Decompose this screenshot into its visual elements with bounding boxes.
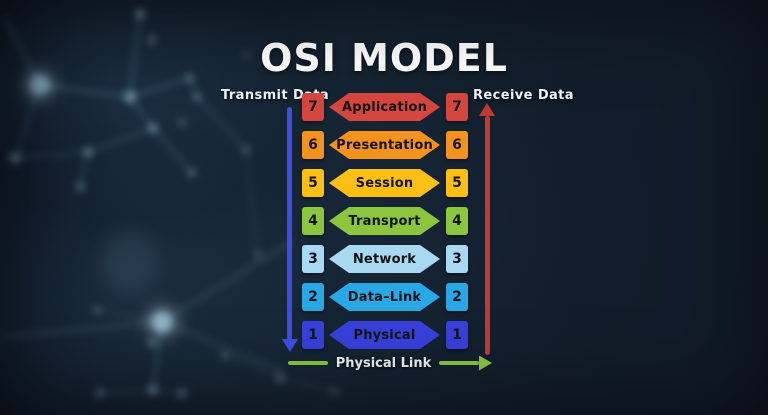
- layer-number-left: 4: [302, 207, 324, 235]
- layer-row-data-link: 2 Data–Link 2: [302, 283, 468, 311]
- layer-number-left: 1: [302, 321, 324, 349]
- physical-link-arrow: Physical Link: [288, 354, 492, 372]
- layer-number-right: 4: [446, 207, 468, 235]
- layer-hexagon: Session: [329, 169, 440, 197]
- layer-number-right: 2: [446, 283, 468, 311]
- layer-number-left: 3: [302, 245, 324, 273]
- page-title: OSI MODEL: [260, 36, 508, 80]
- layer-row-presentation: 6 Presentation 6: [302, 131, 468, 159]
- layer-row-transport: 4 Transport 4: [302, 207, 468, 235]
- layer-hexagon: Network: [329, 245, 440, 273]
- layer-name: Session: [355, 175, 414, 191]
- layer-row-application: 7 Application 7: [302, 93, 468, 121]
- physical-link-label: Physical Link: [335, 355, 432, 371]
- layer-hexagon: Transport: [329, 207, 440, 235]
- osi-layers: 7 Application 7 6 Presentation 6 5 Sessi…: [302, 93, 468, 359]
- layer-name: Application: [341, 99, 428, 115]
- layer-row-physical: 1 Physical 1: [302, 321, 468, 349]
- transmit-data-label: Transmit Data: [221, 88, 330, 103]
- layer-name: Data–Link: [347, 289, 422, 305]
- layer-number-right: 6: [446, 131, 468, 159]
- layer-number-left: 7: [302, 93, 324, 121]
- layer-hexagon: Data–Link: [329, 283, 440, 311]
- receive-arrow-line: [485, 116, 490, 355]
- physical-link-line-right: [439, 361, 479, 365]
- layer-number-right: 7: [446, 93, 468, 121]
- layer-hexagon: Physical: [329, 321, 440, 349]
- receive-data-label: Receive Data: [473, 88, 574, 103]
- layer-name: Physical: [353, 327, 416, 343]
- layer-name: Presentation: [336, 137, 433, 153]
- physical-link-line-left: [288, 361, 328, 365]
- transmit-arrow-line: [287, 107, 292, 340]
- layer-name: Network: [352, 251, 417, 267]
- layer-number-left: 5: [302, 169, 324, 197]
- layer-number-left: 2: [302, 283, 324, 311]
- layer-row-session: 5 Session 5: [302, 169, 468, 197]
- layer-hexagon: Presentation: [329, 131, 440, 159]
- layer-name: Transport: [348, 213, 421, 229]
- physical-link-arrowhead-right-icon: [479, 355, 492, 371]
- layer-number-left: 6: [302, 131, 324, 159]
- layer-row-network: 3 Network 3: [302, 245, 468, 273]
- layer-hexagon: Application: [329, 93, 440, 121]
- layer-number-right: 1: [446, 321, 468, 349]
- layer-number-right: 5: [446, 169, 468, 197]
- layer-number-right: 3: [446, 245, 468, 273]
